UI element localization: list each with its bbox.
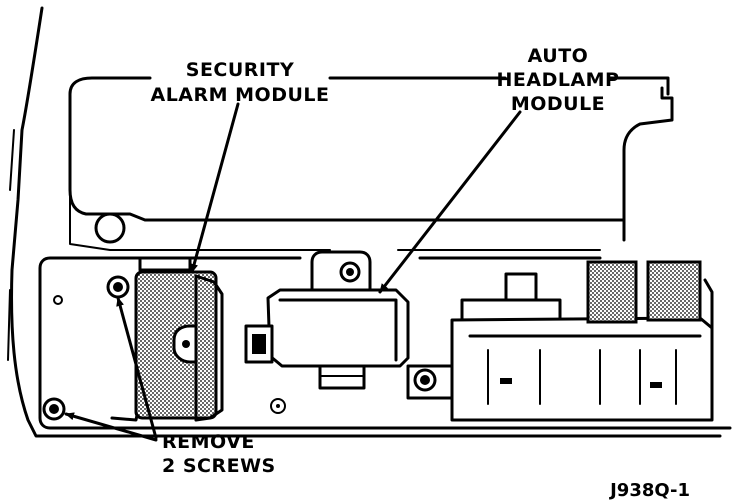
mounting-bracket	[38, 256, 732, 430]
label-security-line1: SECURITY	[186, 59, 294, 81]
left-trim-inner	[7, 129, 15, 361]
figure-id: J938Q-1	[608, 480, 690, 501]
bracket-hole-left	[53, 295, 63, 305]
bracket-hole-bottom-center	[276, 404, 280, 408]
screw-upper	[106, 275, 130, 299]
security-alarm-module	[110, 256, 224, 422]
leader-remove-lower	[64, 412, 158, 442]
panel-hole	[94, 212, 126, 244]
label-auto-line2: HEADLAMP	[496, 69, 619, 91]
leader-security	[190, 102, 240, 274]
dash-panel-upper	[68, 76, 674, 242]
bracket-hole-bottom	[270, 398, 286, 414]
label-security-line2: ALARM MODULE	[150, 84, 329, 106]
label-remove-line1: REMOVE	[162, 431, 255, 453]
auto-headlamp-module	[244, 250, 410, 390]
screw-right	[413, 368, 437, 392]
left-trim-edge	[10, 6, 722, 438]
leader-auto	[378, 110, 522, 294]
label-remove-line2: 2 SCREWS	[162, 455, 276, 477]
label-auto-line1: AUTO	[528, 45, 589, 67]
label-auto-line3: MODULE	[511, 93, 605, 115]
relay-block	[406, 260, 714, 422]
screw-lower	[42, 397, 66, 421]
dash-panel-edge	[69, 189, 601, 251]
leader-remove-upper	[116, 296, 158, 440]
